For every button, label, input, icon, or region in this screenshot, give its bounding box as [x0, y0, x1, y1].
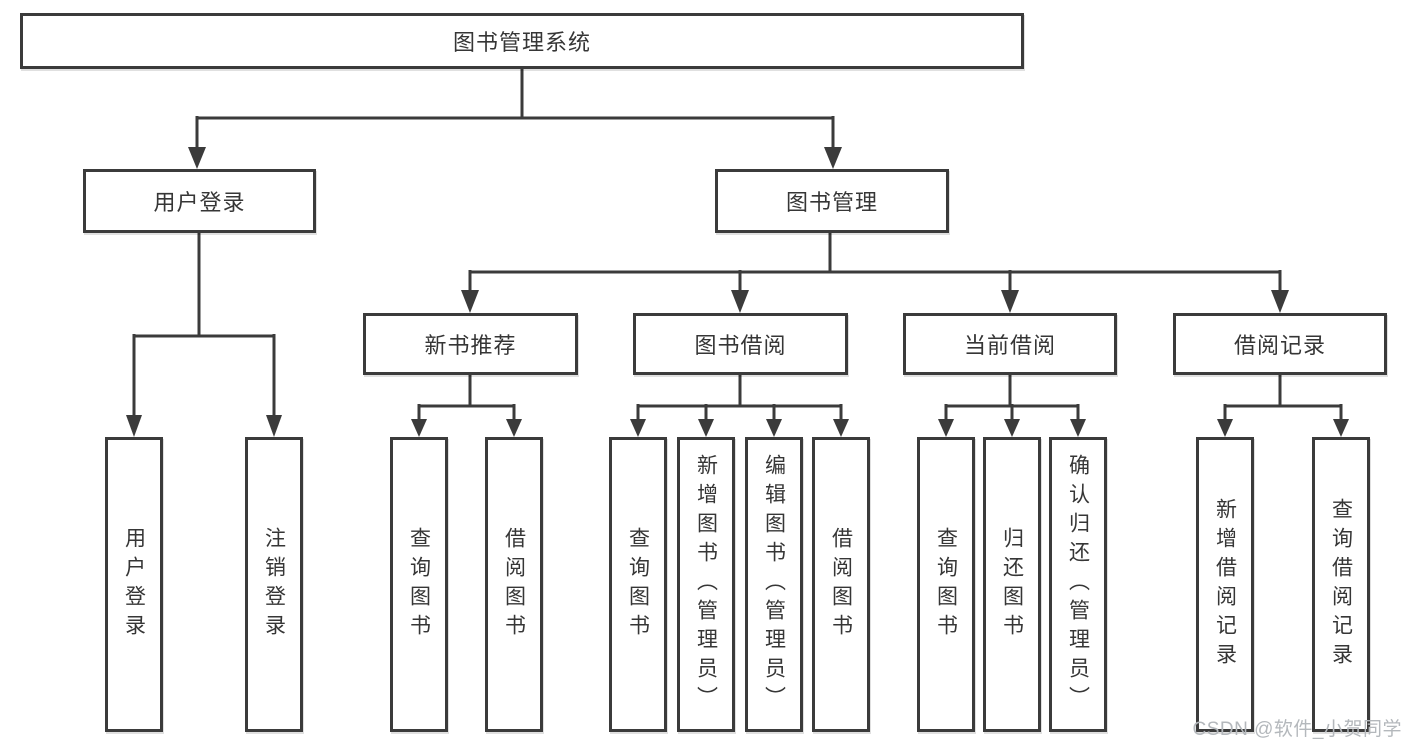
node-label: 图书借阅 — [694, 333, 787, 358]
node-book-management: 图书管理 — [715, 169, 949, 233]
leaf-label: 查询借阅记录 — [1329, 497, 1353, 672]
leaf-label: 查询图书 — [407, 526, 431, 643]
leaf-label: 借阅图书 — [502, 526, 526, 643]
connector-root-to-level2 — [188, 69, 842, 169]
node-label: 图书管理系统 — [452, 30, 591, 55]
node-current-borrow: 当前借阅 — [903, 313, 1117, 375]
leaf-label: 确认归还（管理员） — [1066, 454, 1090, 715]
leaf-label: 新增图书（管理员） — [694, 454, 718, 715]
connector-borrow-records-children — [1217, 375, 1349, 437]
leaf-add-borrow-record: 新增借阅记录 — [1196, 437, 1254, 732]
connector-book-management-children — [461, 233, 1289, 313]
leaf-query-borrow-record: 查询借阅记录 — [1312, 437, 1370, 732]
connector-book-borrow-children — [630, 375, 849, 437]
leaf-label: 借阅图书 — [829, 526, 853, 643]
leaf-label: 编辑图书（管理员） — [762, 454, 786, 715]
leaf-confirm-return-admin: 确认归还（管理员） — [1049, 437, 1107, 732]
leaf-query-books-recommend: 查询图书 — [390, 437, 448, 732]
leaf-label: 归还图书 — [1000, 526, 1024, 643]
leaf-label: 查询图书 — [626, 526, 650, 643]
leaf-borrow-books: 借阅图书 — [812, 437, 870, 732]
leaf-query-books-borrow: 查询图书 — [609, 437, 667, 732]
leaf-return-books: 归还图书 — [983, 437, 1041, 732]
node-new-book-recommend: 新书推荐 — [363, 313, 578, 375]
connector-user-login-children — [126, 233, 282, 437]
node-label: 用户登录 — [153, 190, 246, 215]
leaf-user-login: 用户登录 — [105, 437, 163, 732]
node-root-library-management-system: 图书管理系统 — [20, 13, 1024, 69]
node-user-login: 用户登录 — [83, 169, 316, 233]
leaf-borrow-books-recommend: 借阅图书 — [485, 437, 543, 732]
leaf-add-book-admin: 新增图书（管理员） — [677, 437, 735, 732]
node-label: 新书推荐 — [424, 333, 517, 358]
leaf-label: 注销登录 — [262, 526, 286, 643]
connector-current-borrow-children — [938, 375, 1086, 437]
node-label: 当前借阅 — [963, 333, 1056, 358]
connector-new-book-recommend-children — [411, 375, 522, 437]
leaf-query-books-current: 查询图书 — [917, 437, 975, 732]
csdn-watermark: CSDN @软件_小贺同学 — [1192, 719, 1402, 740]
node-label: 借阅记录 — [1233, 333, 1326, 358]
leaf-label: 用户登录 — [122, 526, 146, 643]
node-book-borrow: 图书借阅 — [633, 313, 848, 375]
leaf-logout: 注销登录 — [245, 437, 303, 732]
node-label: 图书管理 — [785, 190, 878, 215]
leaf-edit-book-admin: 编辑图书（管理员） — [745, 437, 803, 732]
leaf-label: 查询图书 — [934, 526, 958, 643]
node-borrow-records: 借阅记录 — [1173, 313, 1387, 375]
leaf-label: 新增借阅记录 — [1213, 497, 1237, 672]
